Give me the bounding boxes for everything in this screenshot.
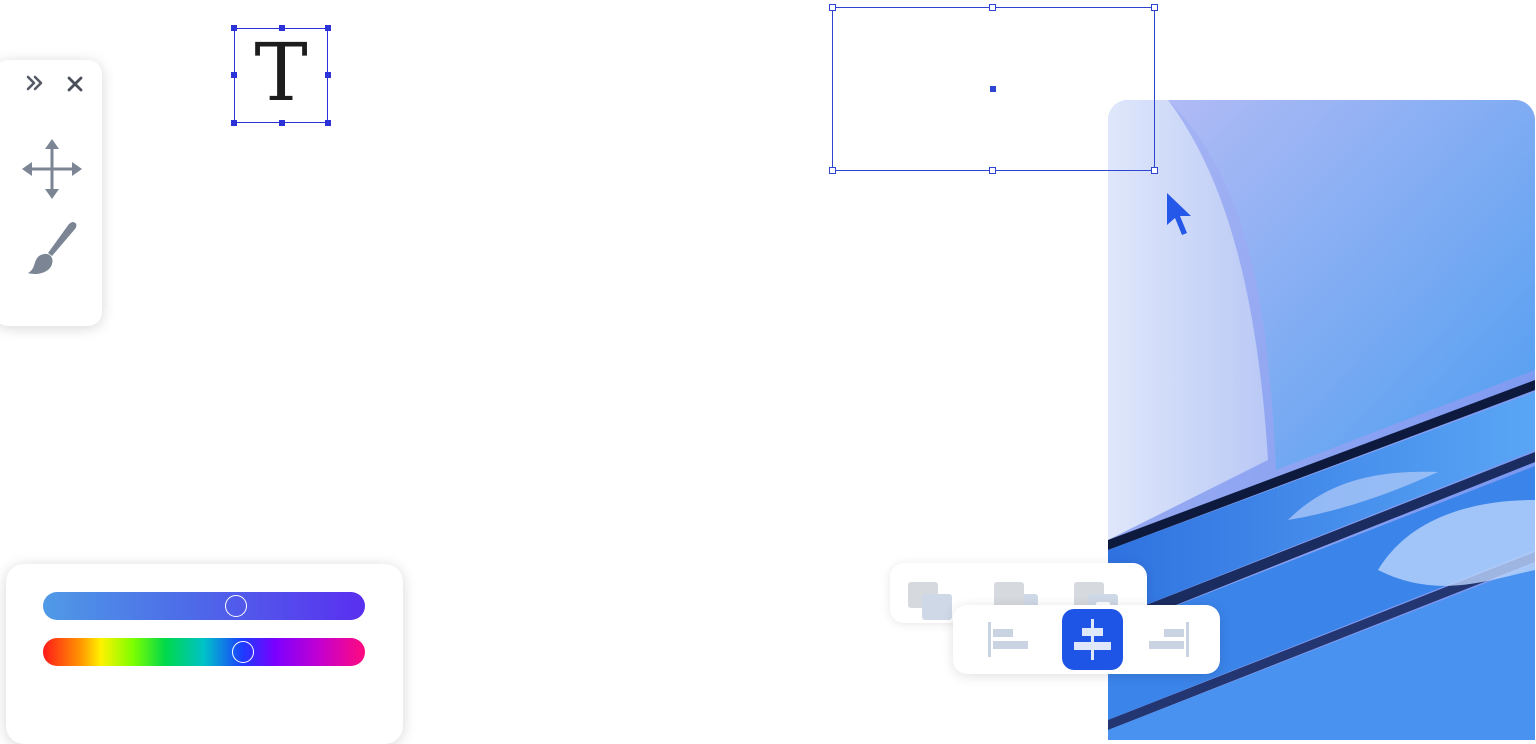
- resize-handle[interactable]: [325, 25, 331, 31]
- resize-handle[interactable]: [829, 167, 836, 174]
- resize-handle[interactable]: [279, 120, 285, 126]
- resize-handle[interactable]: [989, 4, 996, 11]
- expand-chevrons-icon[interactable]: [25, 73, 45, 93]
- paint-brush-icon[interactable]: [24, 220, 78, 276]
- align-right-button[interactable]: [1140, 609, 1201, 670]
- align-left-button[interactable]: [979, 609, 1040, 670]
- saturation-slider-knob[interactable]: [225, 595, 248, 617]
- text-object-selection[interactable]: T: [234, 28, 328, 123]
- selection-center-point: [990, 86, 996, 92]
- resize-handle[interactable]: [829, 4, 836, 11]
- resize-handle[interactable]: [1151, 4, 1158, 11]
- align-center-icon: [1074, 619, 1111, 660]
- mouse-pointer-icon: [1167, 193, 1191, 235]
- hue-slider-knob[interactable]: [231, 641, 254, 663]
- resize-handle[interactable]: [279, 25, 285, 31]
- resize-handle[interactable]: [325, 72, 331, 78]
- text-glyph: T: [254, 26, 308, 119]
- align-right-icon: [1149, 622, 1189, 657]
- resize-handle[interactable]: [1151, 167, 1158, 174]
- align-center-button[interactable]: [1062, 609, 1123, 670]
- align-left-icon: [988, 622, 1028, 657]
- resize-handle[interactable]: [325, 120, 331, 126]
- close-icon[interactable]: [66, 75, 84, 93]
- saturation-slider[interactable]: [43, 592, 365, 620]
- resize-handle[interactable]: [231, 120, 237, 126]
- resize-handle[interactable]: [231, 25, 237, 31]
- hue-slider[interactable]: [43, 638, 365, 666]
- resize-handle[interactable]: [989, 167, 996, 174]
- resize-handle[interactable]: [231, 72, 237, 78]
- send-backward-icon[interactable]: [904, 578, 956, 624]
- move-arrows-icon[interactable]: [22, 139, 82, 199]
